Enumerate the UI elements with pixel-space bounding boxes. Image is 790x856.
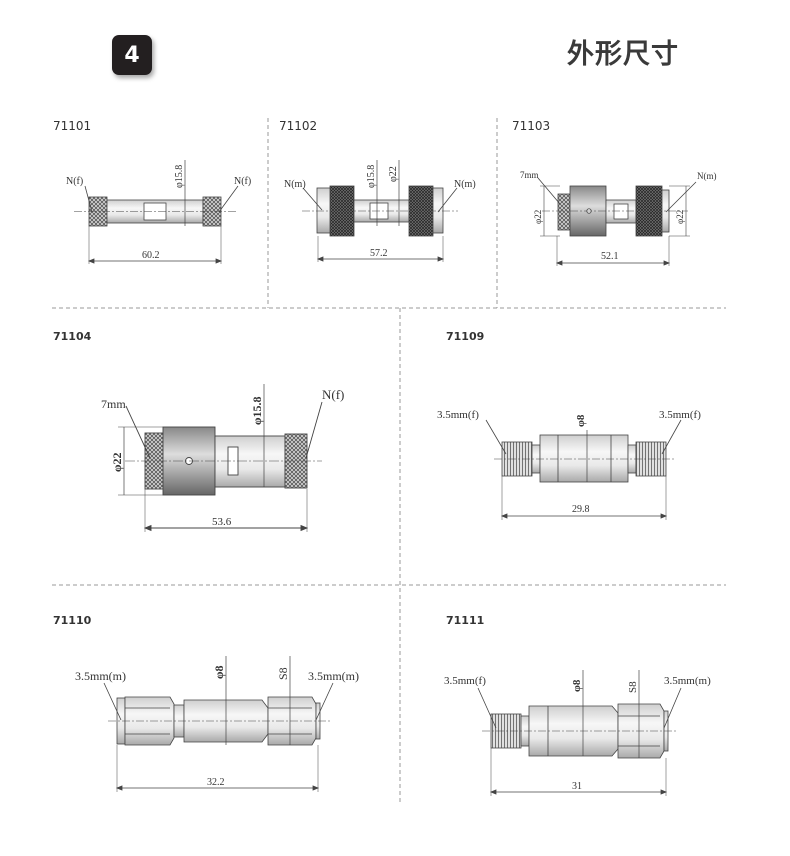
connector-drawing-71101 — [74, 160, 239, 264]
panel-id-71102: 71102 — [279, 119, 318, 133]
label-71109-right-connector: 3.5mm(f) — [659, 409, 701, 421]
label-71102-right-connector: N(m) — [454, 179, 476, 190]
label-71104-right-connector: N(f) — [322, 387, 344, 402]
label-71110-length: 32.2 — [207, 777, 225, 788]
label-71101-length: 60.2 — [142, 250, 160, 261]
label-71101-diameter: φ15.8 — [174, 165, 185, 188]
label-71102-left-connector: N(m) — [284, 179, 306, 190]
label-71110-right-connector: 3.5mm(m) — [308, 669, 359, 683]
page-title: 外形尺寸 — [567, 39, 679, 70]
connector-drawing-71111 — [477, 670, 682, 796]
label-71104-diameter-2: φ22 — [110, 453, 124, 473]
label-71101-right-connector: N(f) — [234, 176, 251, 187]
label-71110-diameter: φ8 — [212, 666, 226, 680]
label-71110-left-connector: 3.5mm(m) — [75, 669, 126, 683]
label-71101-left-connector: N(f) — [66, 176, 83, 187]
section-number-badge: 4 — [112, 35, 152, 75]
label-71103-length: 52.1 — [601, 251, 619, 262]
connector-drawing-71109 — [485, 419, 682, 520]
label-71104-left-connector: 7mm — [101, 397, 126, 411]
label-71109-diameter: φ8 — [575, 414, 587, 427]
label-71111-length: 31 — [572, 781, 582, 792]
panel-dividers — [52, 118, 726, 805]
panel-id-71103: 71103 — [512, 119, 551, 133]
label-71103-diameter: φ22 — [533, 210, 543, 224]
panel-id-71104: 71104 — [53, 330, 92, 343]
panel-id-71110: 71110 — [53, 614, 92, 627]
label-71109-left-connector: 3.5mm(f) — [437, 409, 479, 421]
label-71110-hex-size: S8 — [276, 667, 290, 680]
label-71102-diameter-2: φ22 — [388, 166, 399, 182]
label-71104-length: 53.6 — [212, 516, 232, 528]
label-71103-right-connector: N(m) — [697, 171, 717, 181]
label-71103-left-connector: 7mm — [520, 170, 539, 180]
panel-id-71101: 71101 — [53, 119, 92, 133]
label-71111-left-connector: 3.5mm(f) — [444, 675, 486, 687]
label-71111-right-connector: 3.5mm(m) — [664, 675, 711, 687]
panel-id-71109: 71109 — [446, 330, 485, 343]
connector-drawing-71102 — [302, 160, 458, 262]
label-71103-diameter-2: φ22 — [675, 210, 685, 224]
label-71104-diameter: φ15.8 — [250, 397, 264, 426]
panel-id-71111: 71111 — [446, 614, 485, 627]
label-71111-hex-size: S8 — [627, 681, 639, 693]
label-71111-diameter: φ8 — [571, 679, 583, 692]
label-71102-diameter: φ15.8 — [366, 165, 377, 188]
connector-drawing-71104 — [118, 384, 323, 532]
connector-drawing-71110 — [103, 656, 334, 792]
label-71102-length: 57.2 — [370, 248, 388, 259]
label-71109-length: 29.8 — [572, 504, 590, 515]
connector-drawing-71103 — [537, 177, 697, 266]
